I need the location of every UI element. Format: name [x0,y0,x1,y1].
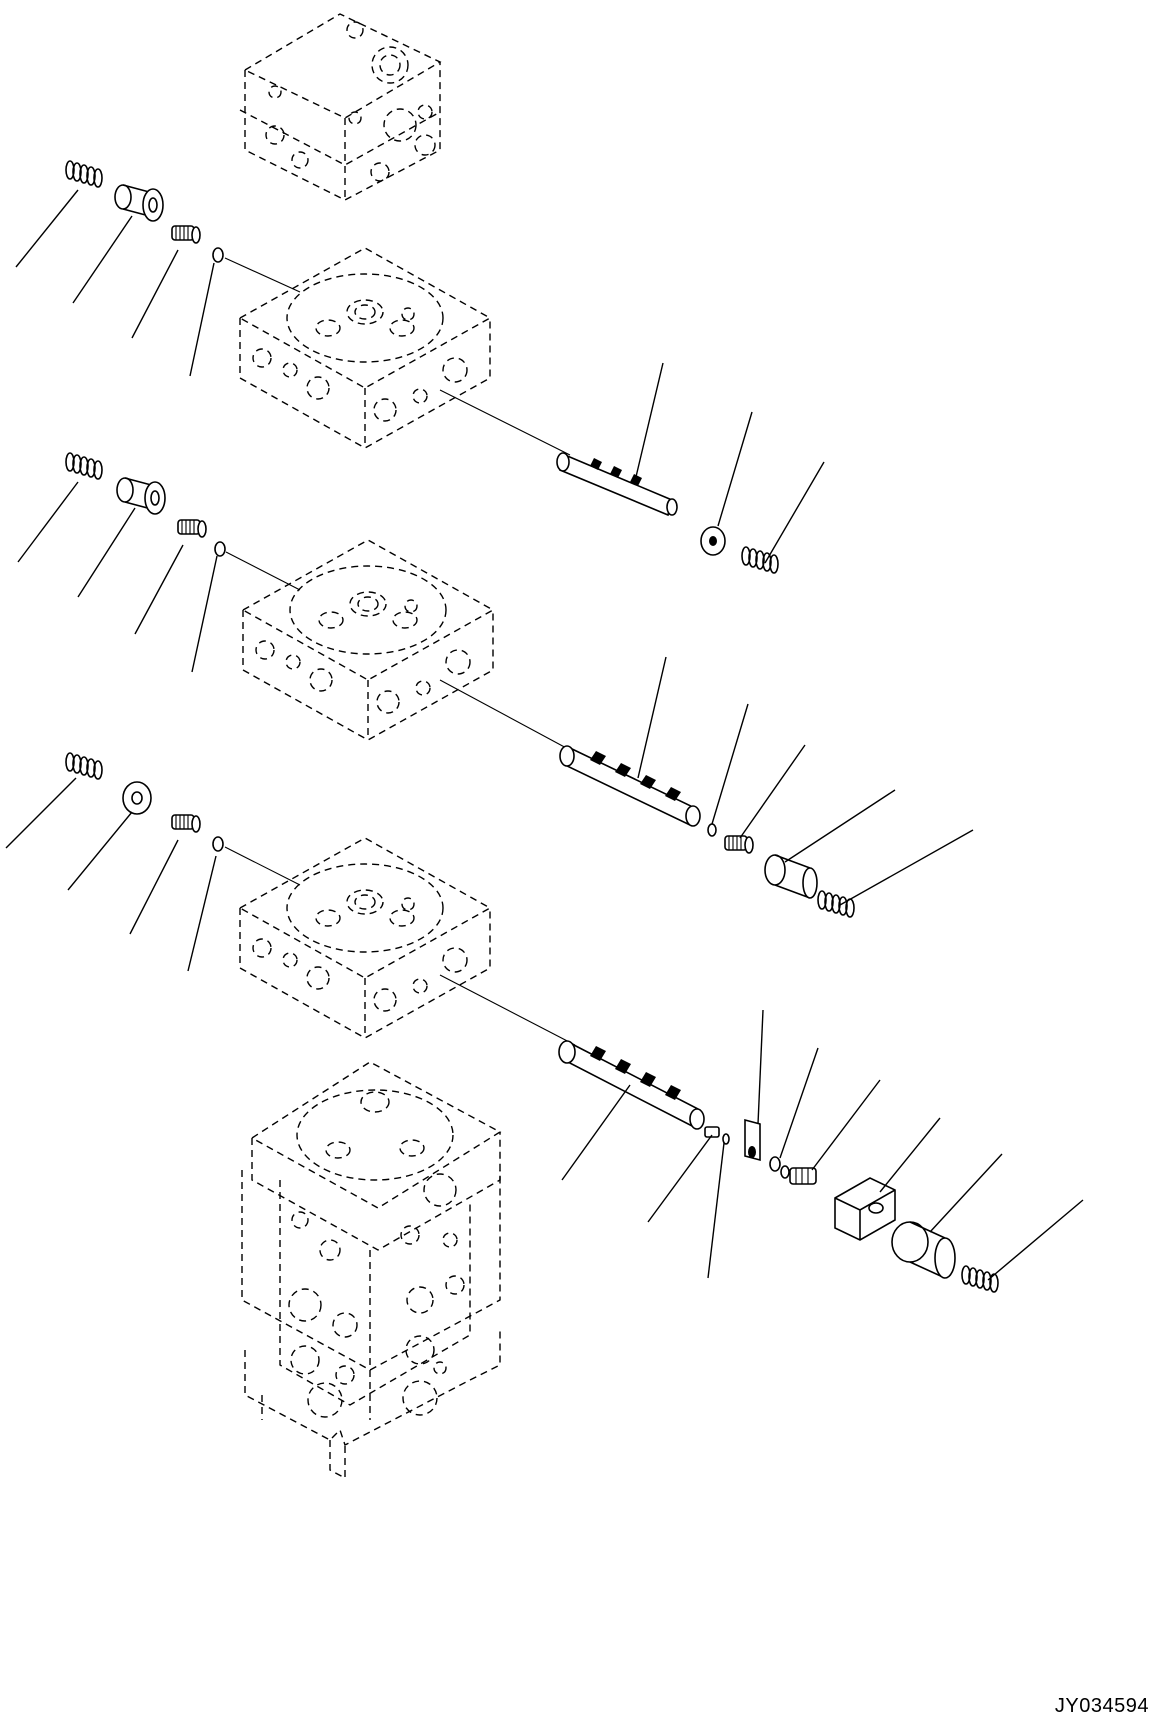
drawing-number: JY034594 [1054,1695,1149,1717]
o-ring-3-right [769,1156,781,1172]
seal-ring-1 [700,526,726,556]
o-ring-1-left [212,247,224,263]
spool-1 [556,452,678,517]
nut-3-left [122,781,152,815]
valve-section-2 [17,452,974,918]
spool-3 [558,1040,705,1130]
valve-section-1 [15,160,825,574]
upper-valve-block [239,13,442,201]
housing-block-3 [834,1177,896,1241]
spool-2 [559,745,701,827]
plug-1-left [171,225,201,244]
plug-2-right [724,835,754,854]
spring-2-right [817,890,855,918]
cap-1-left [114,184,164,222]
cap-2-right [764,854,818,899]
small-plug-3 [704,1126,730,1145]
plug-3-right [780,1165,817,1185]
lower-valve-stack [241,1061,502,1480]
cap-3-right [891,1221,956,1279]
valve-section-3 [5,752,1084,1293]
bracket-plate-3 [744,1118,761,1162]
spring-3-left [65,752,103,780]
spring-1-left [65,160,103,188]
spring-3-right [961,1265,999,1293]
plug-2-left [177,519,207,538]
o-ring-2-right [707,823,717,837]
cap-2-left [116,477,166,515]
o-ring-3-left [212,836,224,852]
o-ring-2-left [214,541,226,557]
spring-2-left [65,452,103,480]
plug-3-left [171,814,201,833]
